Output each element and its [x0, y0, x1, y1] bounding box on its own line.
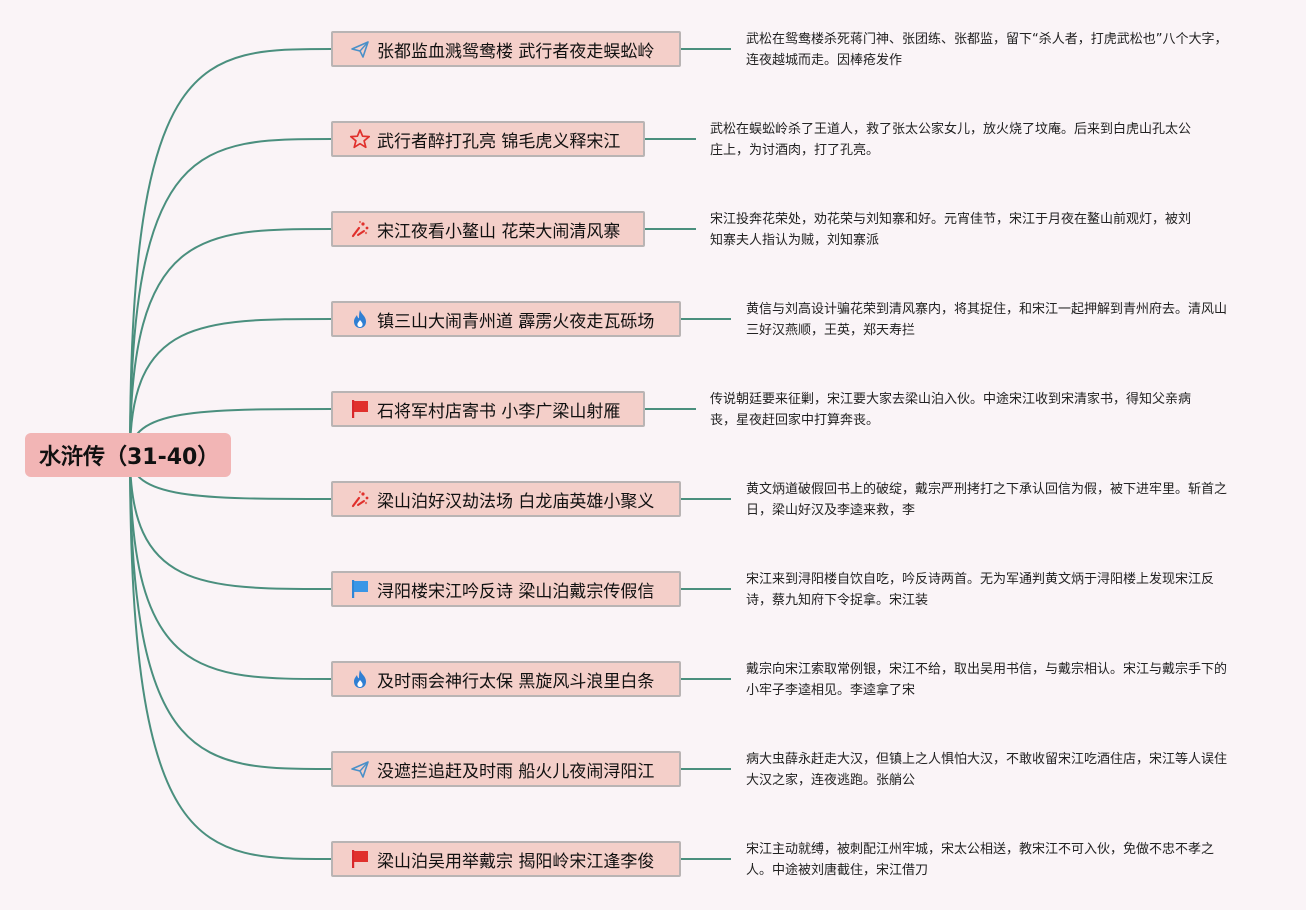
- party-popper-icon: [349, 218, 371, 240]
- branch-connector: [129, 138, 332, 456]
- branch-connector: [129, 318, 332, 456]
- red-flag-icon: [349, 848, 371, 870]
- branch-label: 石将军村店寄书 小李广梁山射雁: [377, 401, 621, 422]
- branch-note-10: 宋江主动就缚，被刺配江州牢城，宋太公相送，教宋江不可入伙，免做不忠不孝之人。中途…: [746, 842, 1215, 878]
- branch-connector: [129, 454, 332, 860]
- branch-topic-6[interactable]: 梁山泊好汉劫法场 白龙庙英雄小聚义: [331, 481, 681, 517]
- branch-note-1: 武松在鸳鸯楼杀死蒋门神、张团练、张都监，留下“杀人者，打虎武松也”八个大字，连夜…: [746, 32, 1228, 68]
- branch-note-7: 宋江来到浔阳楼自饮自吃，吟反诗两首。无为军通判黄文炳于浔阳楼上发现宋江反诗，蔡九…: [746, 572, 1215, 608]
- branch-note-4: 黄信与刘高设计骗花荣到清风寨内，将其捉住，和宋江一起押解到青州府去。清风山三好汉…: [746, 302, 1228, 338]
- branch-label: 梁山泊吴用举戴宗 揭阳岭宋江逢李俊: [377, 851, 655, 872]
- flame-icon: [349, 308, 371, 330]
- branch-topic-10[interactable]: 梁山泊吴用举戴宗 揭阳岭宋江逢李俊: [331, 841, 681, 877]
- branch-connector: [129, 454, 332, 590]
- branch-connector: [129, 228, 332, 456]
- branch-topic-5[interactable]: 石将军村店寄书 小李广梁山射雁: [331, 391, 645, 427]
- paper-plane-icon: [349, 38, 371, 60]
- branch-label: 武行者醉打孔亮 锦毛虎义释宋江: [377, 131, 621, 152]
- branch-connector: [129, 48, 332, 456]
- branch-note-3: 宋江投奔花荣处，劝花荣与刘知寨和好。元宵佳节，宋江于月夜在鳌山前观灯，被刘知寨夫…: [710, 212, 1192, 248]
- blue-flag-icon: [349, 578, 371, 600]
- branch-label: 镇三山大闹青州道 霹雳火夜走瓦砾场: [377, 311, 655, 332]
- paper-plane-icon: [349, 758, 371, 780]
- branch-topic-4[interactable]: 镇三山大闹青州道 霹雳火夜走瓦砾场: [331, 301, 681, 337]
- flame-icon: [349, 668, 371, 690]
- branch-topic-8[interactable]: 及时雨会神行太保 黑旋风斗浪里白条: [331, 661, 681, 697]
- root-title: 水浒传（31-40）: [39, 445, 220, 470]
- branch-label: 张都监血溅鸳鸯楼 武行者夜走蜈蚣岭: [377, 41, 655, 62]
- branch-note-8: 戴宗向宋江索取常例银，宋江不给，取出吴用书信，与戴宗相认。宋江与戴宗手下的小牢子…: [746, 662, 1228, 698]
- branch-note-6: 黄文炳道破假回书上的破绽，戴宗严刑拷打之下承认回信为假，被下进牢里。斩首之日，梁…: [746, 482, 1228, 518]
- branch-topic-1[interactable]: 张都监血溅鸳鸯楼 武行者夜走蜈蚣岭: [331, 31, 681, 67]
- root-topic[interactable]: 水浒传（31-40）: [25, 433, 231, 477]
- red-flag-icon: [349, 398, 371, 420]
- branch-label: 浔阳楼宋江吟反诗 梁山泊戴宗传假信: [377, 581, 655, 602]
- branch-note-2: 武松在蜈蚣岭杀了王道人，救了张太公家女儿，放火烧了坟庵。后来到白虎山孔太公庄上，…: [710, 122, 1192, 158]
- branch-note-5: 传说朝廷要来征剿，宋江要大家去梁山泊入伙。中途宋江收到宋清家书，得知父亲病丧，星…: [710, 392, 1192, 428]
- branch-label: 宋江夜看小鳌山 花荣大闹清风寨: [377, 221, 621, 242]
- branch-label: 及时雨会神行太保 黑旋风斗浪里白条: [377, 671, 655, 692]
- star-icon: [349, 128, 371, 150]
- branch-topic-7[interactable]: 浔阳楼宋江吟反诗 梁山泊戴宗传假信: [331, 571, 681, 607]
- branch-connector: [129, 454, 332, 680]
- branch-note-9: 病大虫薛永赶走大汉，但镇上之人惧怕大汉，不敢收留宋江吃酒住店，宋江等人误住大汉之…: [746, 752, 1228, 788]
- branch-label: 没遮拦追赶及时雨 船火儿夜闹浔阳江: [377, 761, 655, 782]
- branch-topic-9[interactable]: 没遮拦追赶及时雨 船火儿夜闹浔阳江: [331, 751, 681, 787]
- branch-connector: [129, 454, 332, 770]
- party-popper-icon: [349, 488, 371, 510]
- branch-label: 梁山泊好汉劫法场 白龙庙英雄小聚义: [377, 491, 655, 512]
- branch-topic-2[interactable]: 武行者醉打孔亮 锦毛虎义释宋江: [331, 121, 645, 157]
- branch-topic-3[interactable]: 宋江夜看小鳌山 花荣大闹清风寨: [331, 211, 645, 247]
